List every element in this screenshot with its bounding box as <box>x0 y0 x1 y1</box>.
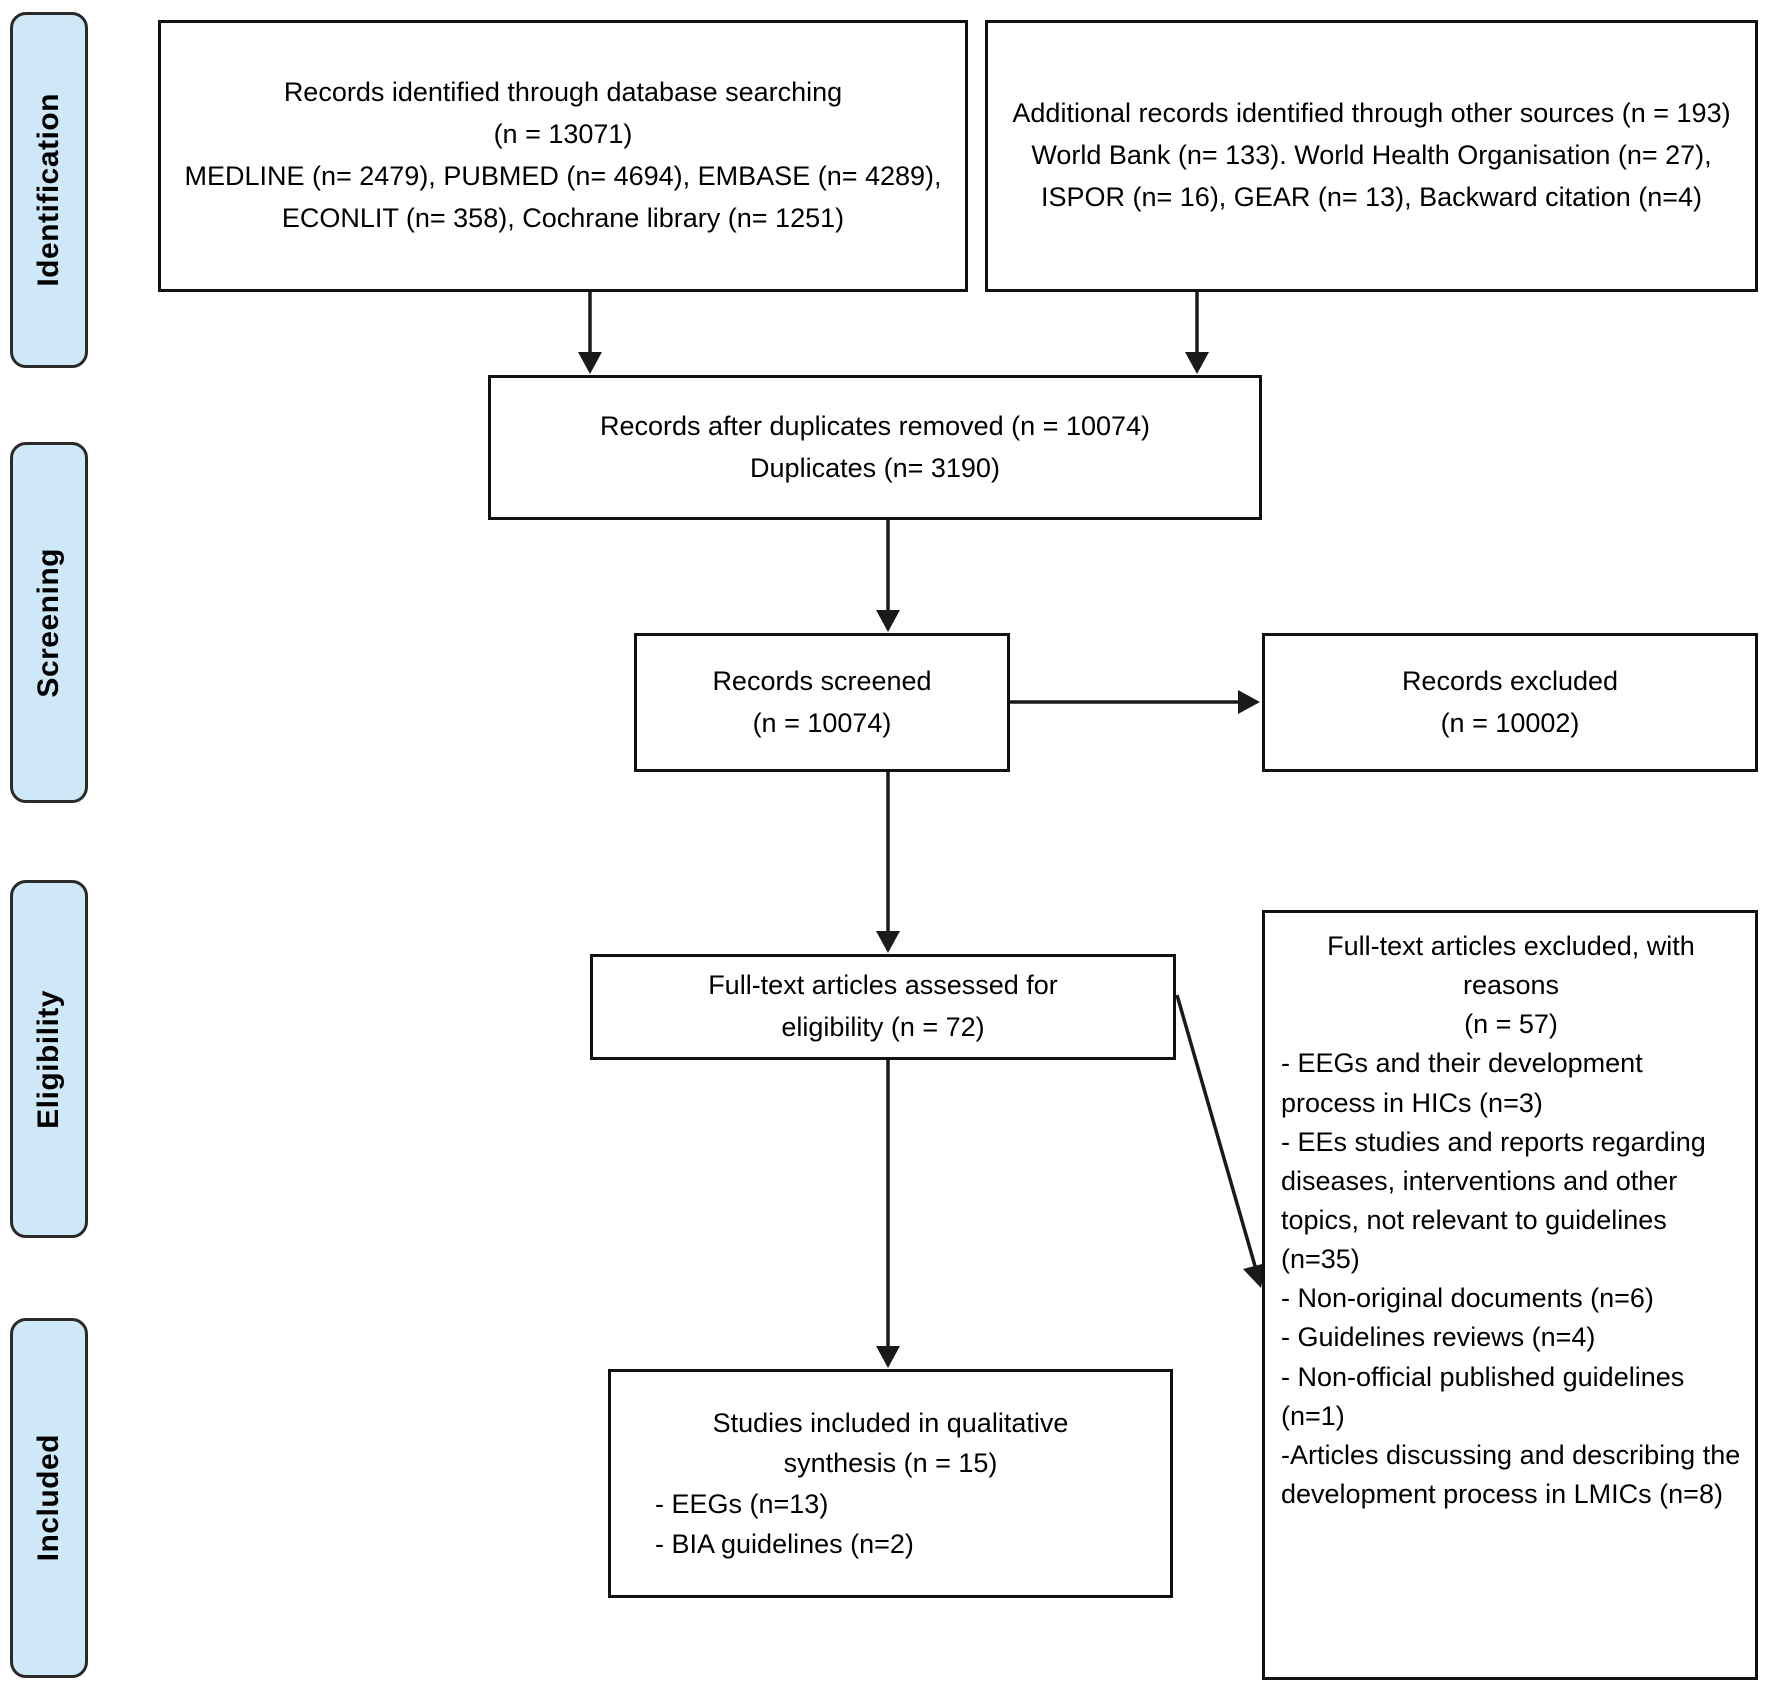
arrow-deduplicated-to-screened <box>876 520 900 632</box>
box-records-identified: Records identified through database sear… <box>158 20 968 292</box>
arrow-screened-to-excluded <box>1010 690 1260 714</box>
arrow-additional-to-deduplicated <box>1185 292 1209 374</box>
records-identified-sources: MEDLINE (n= 2479), PUBMED (n= 4694), EMB… <box>184 161 942 233</box>
records-screened-title: Records screened <box>712 665 932 696</box>
box-studies-included: Studies included in qualitative synthesi… <box>608 1369 1173 1598</box>
exclusion-reason: - Guidelines reviews (n=4) <box>1281 1322 1596 1353</box>
fulltext-assessed-title: Full-text articles assessed for <box>708 970 1058 1001</box>
stage-eligibility: Eligibility <box>10 880 88 1238</box>
fulltext-excluded-title: Full-text articles excluded, with <box>1327 931 1695 961</box>
arrow-identified-to-deduplicated <box>578 292 602 374</box>
records-screened-count: (n = 10074) <box>752 707 892 738</box>
stage-screening: Screening <box>10 442 88 803</box>
box-additional-records: Additional records identified through ot… <box>985 20 1758 292</box>
duplicates-removed-title: Records after duplicates removed (n = 10… <box>599 410 1151 441</box>
records-excluded-title: Records excluded <box>1401 665 1619 696</box>
stage-screening-label: Screening <box>32 547 65 698</box>
fulltext-excluded-reasons: - EEGs and their development process in … <box>1281 1044 1741 1514</box>
fulltext-assessed-count: eligibility (n = 72) <box>781 1012 985 1042</box>
stage-identification-label: Identification <box>32 93 65 287</box>
exclusion-reason: - Non-original documents (n=6) <box>1281 1283 1654 1314</box>
studies-included-count: synthesis (n = 15) <box>783 1448 998 1478</box>
arrow-assessed-to-fulltext-excluded <box>1175 994 1266 1288</box>
records-excluded-count: (n = 10002) <box>1440 707 1580 738</box>
box-records-excluded: Records excluded (n = 10002) <box>1262 633 1758 772</box>
additional-records-title: Additional records identified through ot… <box>1012 98 1731 129</box>
arrow-screened-to-assessed <box>876 772 900 953</box>
stage-included-label: Included <box>32 1434 65 1562</box>
records-identified-title: Records identified through database sear… <box>283 77 843 108</box>
box-records-screened: Records screened (n = 10074) <box>634 633 1010 772</box>
box-fulltext-assessed: Full-text articles assessed for eligibil… <box>590 954 1176 1060</box>
additional-records-sources: World Bank (n= 133). World Health Organi… <box>1031 140 1712 212</box>
stage-identification: Identification <box>10 12 88 368</box>
duplicates-count: Duplicates (n= 3190) <box>750 452 1000 483</box>
included-item: - EEGs (n=13) <box>655 1488 829 1519</box>
fulltext-excluded-count: (n = 57) <box>1464 1009 1558 1040</box>
box-duplicates-removed: Records after duplicates removed (n = 10… <box>488 375 1262 520</box>
exclusion-reason: - EEGs and their development process in … <box>1281 1048 1643 1118</box>
box-fulltext-excluded: Full-text articles excluded, with reason… <box>1262 910 1758 1680</box>
exclusion-reason: - Non-official published guidelines (n=1… <box>1281 1361 1685 1431</box>
exclusion-reason: - EEs studies and reports regarding dise… <box>1281 1126 1706 1275</box>
fulltext-excluded-title2: reasons <box>1462 970 1560 1001</box>
arrow-assessed-to-included <box>876 1060 900 1368</box>
stage-included: Included <box>10 1318 88 1678</box>
records-identified-count: (n = 13071) <box>493 119 633 150</box>
included-item: - BIA guidelines (n=2) <box>655 1529 914 1559</box>
studies-included-title: Studies included in qualitative <box>712 1407 1069 1438</box>
exclusion-reason: -Articles discussing and describing the … <box>1281 1439 1741 1509</box>
studies-included-items: - EEGs (n=13) - BIA guidelines (n=2) <box>629 1484 1152 1565</box>
stage-eligibility-label: Eligibility <box>32 989 65 1129</box>
